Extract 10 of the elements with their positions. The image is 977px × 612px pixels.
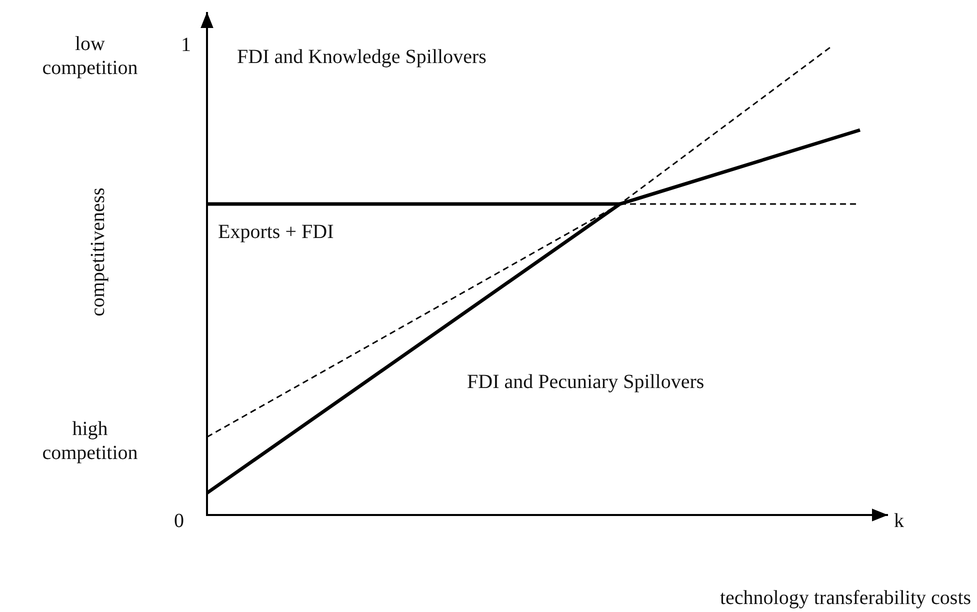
axis-title: technology transferability costs	[720, 586, 972, 610]
axis-title: competitiveness	[86, 188, 110, 316]
axis-end-label: high competition	[41, 417, 139, 465]
axis-end-label: low competition	[41, 32, 139, 80]
tick-label: 0	[174, 509, 184, 533]
region-label: FDI and Knowledge Spillovers	[237, 45, 486, 69]
region-label: Exports + FDI	[218, 220, 334, 244]
region-label: FDI and Pecuniary Spillovers	[467, 370, 704, 394]
tick-label: 1	[181, 33, 191, 57]
axis-end-label: k	[894, 509, 904, 533]
